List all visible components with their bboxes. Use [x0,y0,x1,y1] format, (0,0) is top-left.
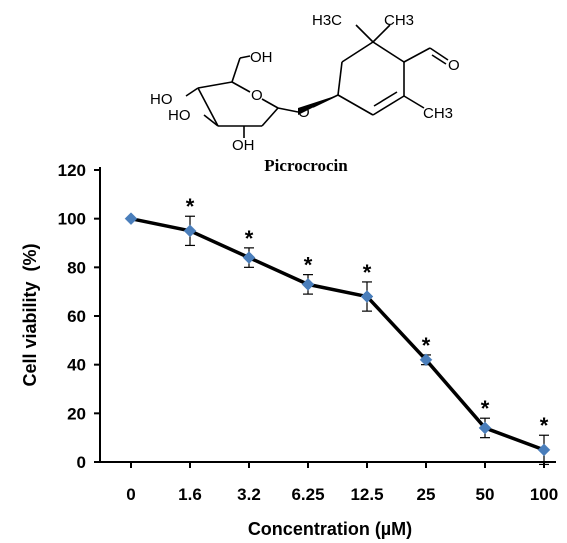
y-tick-label: 40 [67,356,86,375]
significance-asterisk: * [245,226,254,251]
significance-asterisk: * [422,333,431,358]
significance-asterisk: * [363,260,372,285]
x-tick-label: 12.5 [350,485,383,504]
x-tick-label: 25 [417,485,436,504]
data-point [360,290,374,303]
y-tick-label: 80 [67,258,86,277]
h3c-label: H3C [312,12,342,29]
o-glyco-label: O [298,104,310,121]
x-tick-label: 0 [126,485,135,504]
x-tick-label: 100 [530,485,558,504]
wedge-bond [298,95,338,115]
compound-name: Picrocrocin [264,156,348,175]
data-point [183,224,197,238]
series-line [130,216,545,452]
o-ring-label: O [251,87,263,104]
data-point [419,353,433,367]
data-point [301,278,315,291]
ch3-ring-label: CH3 [423,105,453,122]
y-tick-label: 20 [67,404,86,423]
viability-chart: 0 20 40 60 80 100 120 0 1.6 3.2 6.25 12.5 25 50 100 *… [20,161,558,539]
significance-asterisk: * [304,253,313,278]
data-point [242,251,256,264]
o-aldehyde-label: O [448,57,460,74]
data-point [124,212,138,226]
x-tick-label: 3.2 [237,485,261,504]
x-tick-label: 1.6 [178,485,202,504]
significance-asterisk: * [186,194,195,219]
picrocrocin-structure [185,24,449,138]
ch3-top-label: CH3 [384,12,414,29]
x-axis-title: Concentration (µM) [248,519,412,539]
x-tick-label: 50 [476,485,495,504]
y-tick-label: 60 [67,307,86,326]
y-tick-label: 100 [58,210,86,229]
y-axis-title: Cell viability (%) [20,243,40,386]
ho-c3-label: HO [168,107,191,124]
data-point [478,421,492,435]
ho-c4-label: HO [150,91,173,108]
significance-asterisk: * [540,413,549,438]
data-point [537,443,551,457]
oh-ch2-label: OH [250,49,273,66]
significance-asterisk: * [481,396,490,421]
x-tick-label: 6.25 [291,485,324,504]
y-tick-label: 0 [77,453,86,472]
oh-c2-label: OH [232,137,255,154]
y-tick-label: 120 [58,161,86,180]
